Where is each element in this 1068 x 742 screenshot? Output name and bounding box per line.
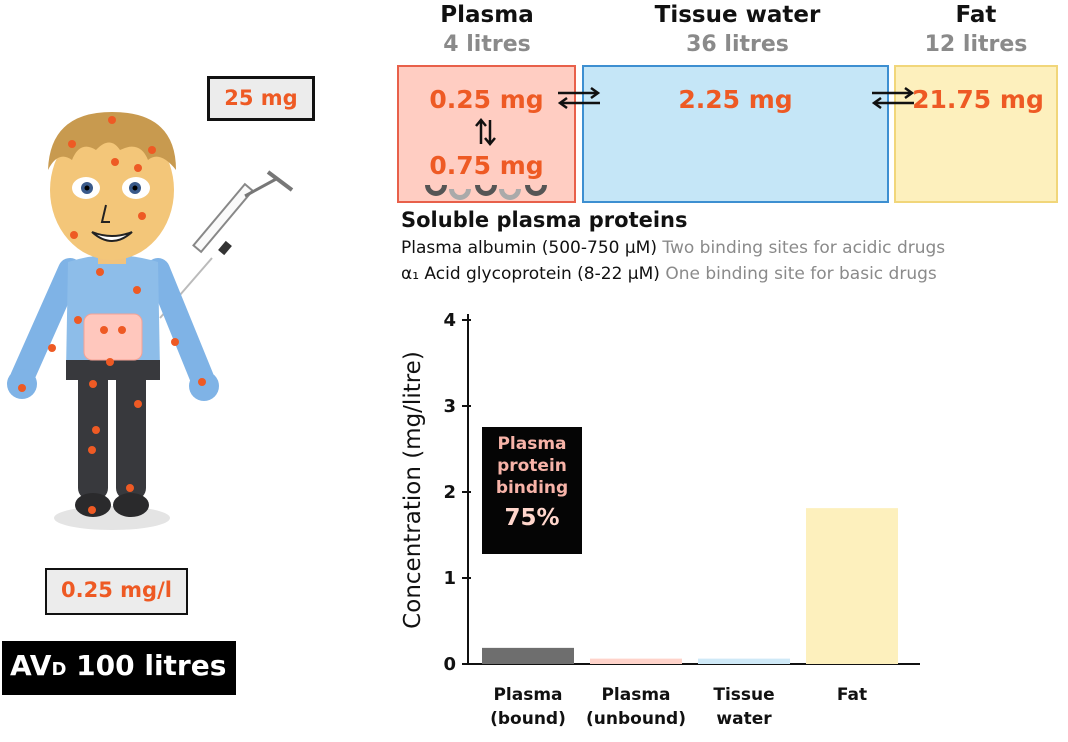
plasma-volume: 4 litres — [443, 32, 531, 57]
apparent-volume-of-distribution: AVD 100 litres — [2, 641, 237, 695]
albumin-line: Plasma albumin (500-750 µM) Two binding … — [401, 238, 945, 258]
agp-name: α₁ Acid glycoprotein (8-22 µM) — [401, 264, 660, 284]
bar-0 — [482, 647, 574, 664]
category-label: Plasma — [601, 685, 670, 705]
tissue-volume: 36 litres — [686, 32, 789, 57]
protein-binding-sites-icon — [425, 185, 547, 200]
bar-3 — [806, 508, 898, 664]
binding-label-line-1: Plasma — [497, 434, 567, 454]
binding-percentage: 75% — [504, 505, 560, 531]
plasma-unbound-amount: 0.25 mg — [429, 85, 544, 114]
category-label: Tissue — [713, 685, 774, 705]
agp-note: One binding site for basic drugs — [665, 264, 937, 284]
tissue-fat-exchange-arrows — [871, 86, 915, 110]
plasma-concentration-box: 0.25 mg/l — [45, 568, 188, 615]
binding-equilibrium-arrows — [475, 118, 496, 146]
proteins-title: Soluble plasma proteins — [401, 208, 688, 232]
category-label: Plasma — [493, 685, 562, 705]
person-illustration — [7, 112, 294, 530]
plasma-tissue-exchange-arrows — [557, 86, 601, 110]
y-tick-label: 1 — [443, 568, 456, 589]
plasma-compartment: 0.25 mg 0.75 mg — [397, 65, 576, 203]
albumin-name: Plasma albumin (500-750 µM) — [401, 238, 657, 258]
fat-amount: 21.75 mg — [912, 85, 1044, 114]
y-tick-label: 0 — [443, 654, 456, 675]
category-label: Fat — [837, 685, 867, 705]
category-label: water — [716, 709, 772, 729]
y-axis-label: Concentration (mg/litre) — [400, 351, 426, 629]
plasma-bound-amount: 0.75 mg — [429, 151, 544, 180]
binding-label-line-3: binding — [495, 478, 569, 498]
fat-header: Fat — [955, 2, 997, 28]
category-label: (unbound) — [586, 709, 686, 729]
fat-compartment: 21.75 mg — [894, 65, 1058, 203]
binding-label-line-2: protein — [497, 456, 567, 476]
avd-suffix: 100 litres — [66, 649, 227, 682]
tissue-amount: 2.25 mg — [678, 85, 793, 114]
y-tick-label: 4 — [443, 310, 456, 331]
tissue-header: Tissue water — [654, 2, 821, 28]
bar-2 — [698, 658, 790, 664]
plasma-header: Plasma — [440, 2, 534, 28]
bar-1 — [590, 658, 682, 664]
drug-molecule-dots — [18, 116, 206, 514]
agp-line: α₁ Acid glycoprotein (8-22 µM) One bindi… — [401, 264, 937, 284]
plasma-protein-binding-label: Plasma protein binding 75% — [482, 427, 582, 554]
dose-box: 25 mg — [207, 76, 315, 121]
tissue-water-compartment: 2.25 mg — [582, 65, 889, 203]
albumin-note: Two binding sites for acidic drugs — [662, 238, 946, 258]
y-tick-label: 2 — [443, 482, 456, 503]
y-tick-label: 3 — [443, 396, 456, 417]
avd-subscript: D — [51, 659, 67, 680]
category-label: (bound) — [490, 709, 566, 729]
avd-prefix: AV — [10, 649, 52, 682]
fat-volume: 12 litres — [924, 32, 1028, 57]
